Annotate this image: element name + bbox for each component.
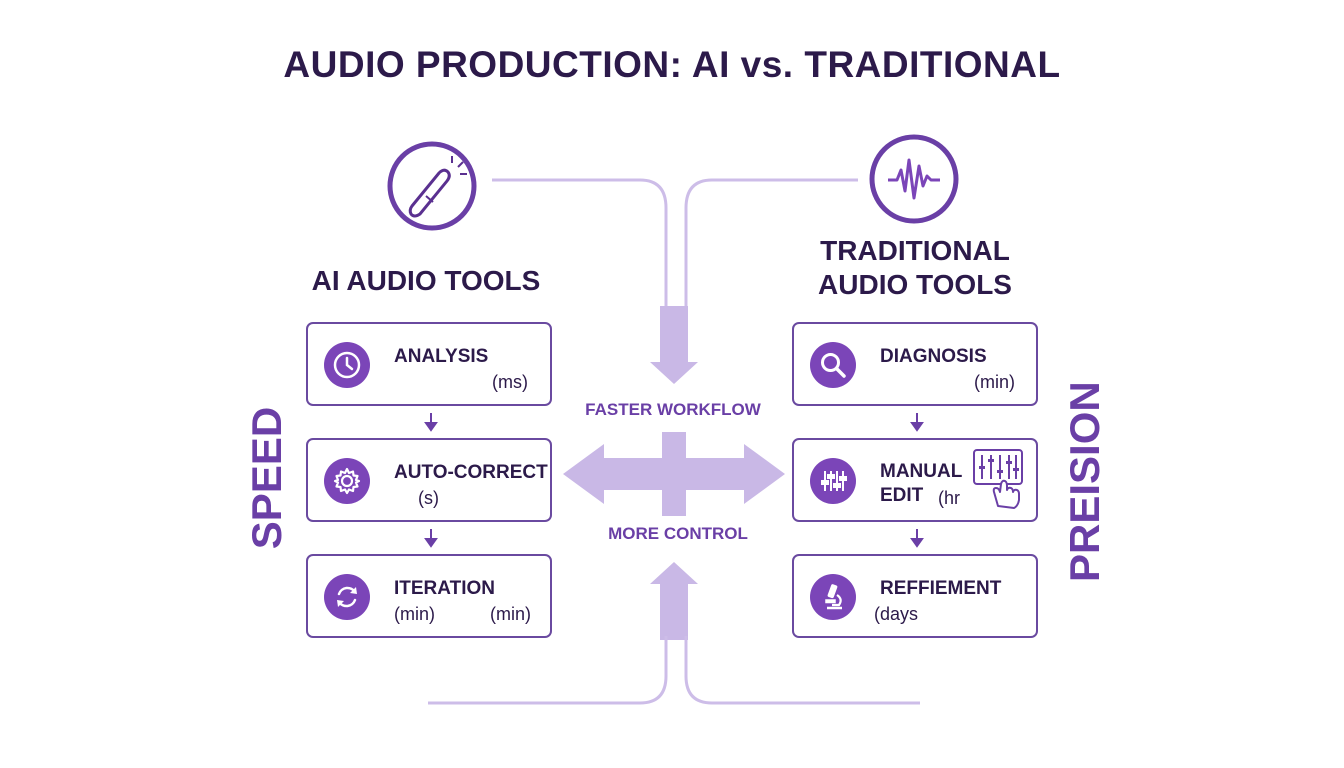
step-arrow-right-1 [910, 413, 924, 432]
connector-top-right [684, 178, 858, 308]
card-analysis: ANALYSIS (ms) [306, 322, 552, 406]
card-unit: (ms) [492, 372, 528, 392]
waveform-icon [869, 134, 959, 224]
arrow-up-center [650, 562, 698, 640]
step-arrow-left-1 [424, 413, 438, 432]
card-label: ANALYSIS [394, 346, 489, 367]
step-arrow-right-2 [910, 529, 924, 548]
speed-side-label: SPEED [243, 406, 290, 550]
card-iteration: ITERATION (min) (min) [306, 554, 552, 638]
card-label: AUTO-CORRECT [394, 462, 548, 483]
card-unit: (hr [938, 488, 960, 508]
card-unit-secondary: (min) [490, 604, 531, 624]
gear-icon [324, 458, 370, 504]
card-unit: (s) [418, 488, 439, 508]
card-label: DIAGNOSIS [880, 346, 987, 367]
card-auto-correct: AUTO-CORRECT (s) [306, 438, 552, 522]
clock-icon [324, 342, 370, 388]
sliders-icon [810, 458, 856, 504]
step-arrow-left-2 [424, 529, 438, 548]
faster-workflow-label: FASTER WORKFLOW [585, 400, 761, 419]
card-unit: (min) [394, 604, 435, 624]
card-label: ITERATION [394, 578, 495, 599]
arrow-horizontal-center [563, 432, 785, 516]
connector-top-left [492, 178, 668, 308]
connector-bottom-right [684, 636, 920, 705]
card-diagnosis: DIAGNOSIS (min) [792, 322, 1038, 406]
card-refinement: REFFIEMENT (days [792, 554, 1038, 638]
page-title: AUDIO PRODUCTION: AI vs. TRADITIONAL [283, 44, 1061, 85]
card-manual-edit: MANUAL EDIT (hr [792, 438, 1038, 522]
card-unit: (days [874, 604, 919, 624]
magic-wand-icon [387, 141, 477, 231]
more-control-label: MORE CONTROL [608, 524, 748, 543]
precision-side-label: PREISION [1061, 381, 1108, 582]
magnifier-icon [810, 342, 856, 388]
arrow-down-center [650, 306, 698, 384]
card-label: MANUAL EDIT [880, 461, 962, 506]
microscope-icon [810, 574, 856, 620]
refresh-icon [324, 574, 370, 620]
left-heading: AI AUDIO TOOLS [311, 265, 541, 296]
mixer-hand-icon [973, 449, 1023, 509]
connector-bottom-left [428, 636, 668, 705]
card-unit: (min) [974, 372, 1015, 392]
right-heading: TRADITIONAL AUDIO TOOLS [818, 235, 1012, 300]
card-label: REFFIEMENT [880, 578, 1002, 599]
